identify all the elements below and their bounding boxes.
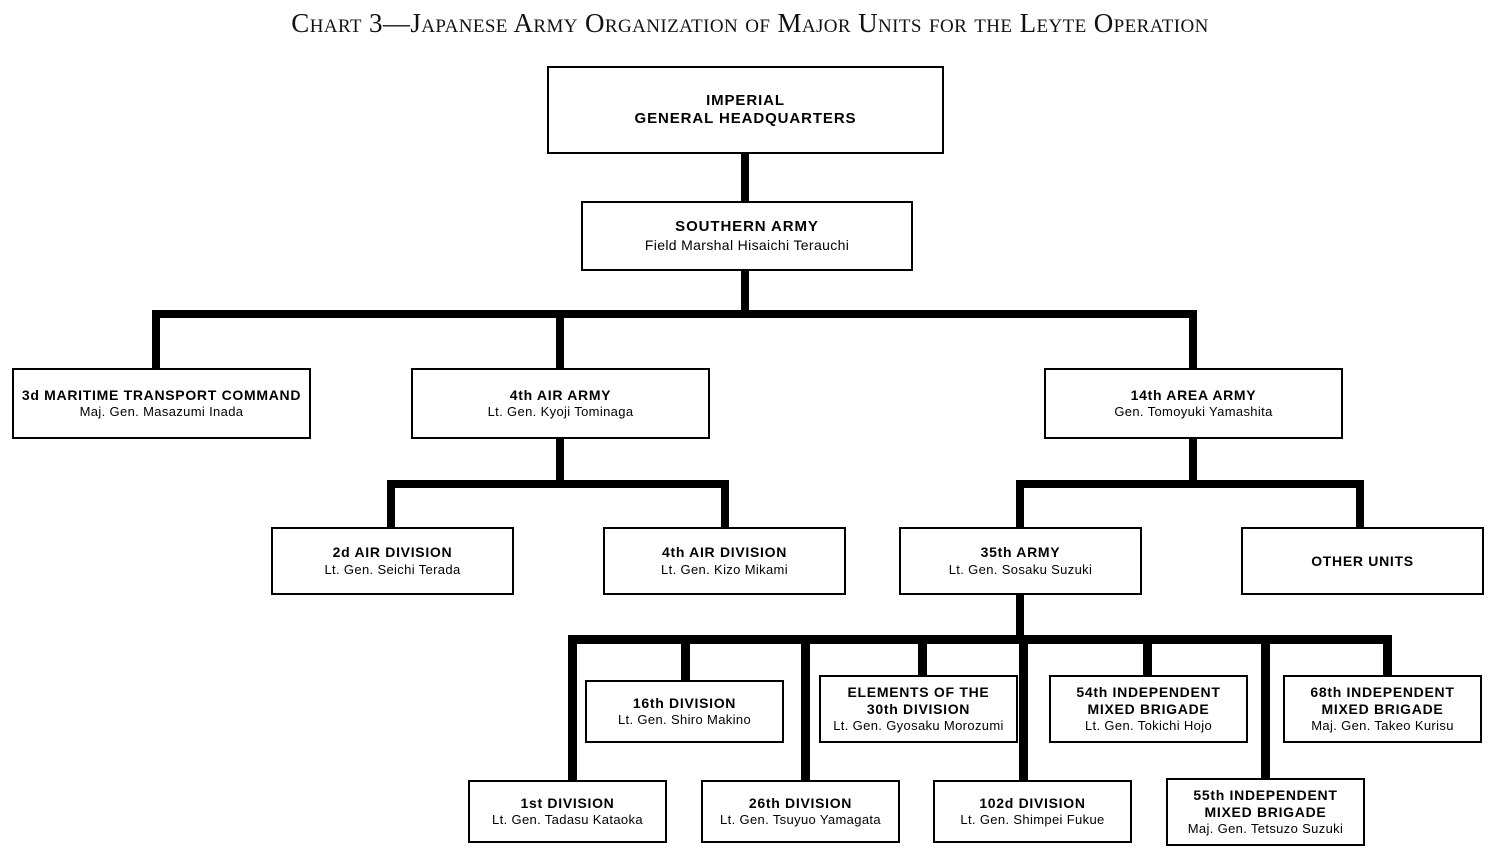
connector-drop-other-units xyxy=(1356,480,1364,527)
node-commander: Lt. Gen. Kizo Mikami xyxy=(661,561,788,577)
node-unit-line1: 102d DIVISION xyxy=(979,794,1086,811)
connector-drop-maritime xyxy=(152,310,160,368)
node-unit-line1: 1st DIVISION xyxy=(520,794,615,811)
node-16th-division[interactable]: 16th DIVISION Lt. Gen. Shiro Makino xyxy=(585,680,784,743)
connector-ighq-to-southern xyxy=(741,152,749,202)
node-unit-line1: ELEMENTS OF THE xyxy=(847,684,990,701)
node-unit-line1: 68th INDEPENDENT xyxy=(1310,684,1455,701)
node-unit-line2: MIXED BRIGADE xyxy=(1321,700,1444,717)
connector-drop-div102 xyxy=(1019,635,1028,780)
node-commander: Lt. Gen. Tadasu Kataoka xyxy=(492,812,643,828)
connector-drop-div26 xyxy=(801,635,810,780)
node-commander: Lt. Gen. Tsuyuo Yamagata xyxy=(720,812,881,828)
node-55th-independent-mixed-brigade[interactable]: 55th INDEPENDENT MIXED BRIGADE Maj. Gen.… xyxy=(1166,778,1365,846)
node-54th-independent-mixed-brigade[interactable]: 54th INDEPENDENT MIXED BRIGADE Lt. Gen. … xyxy=(1049,675,1248,743)
node-unit-line2: MIXED BRIGADE xyxy=(1204,803,1327,820)
node-commander: Maj. Gen. Masazumi Inada xyxy=(79,404,244,420)
node-commander: Lt. Gen. Shiro Makino xyxy=(617,712,752,728)
node-unit-line1: 26th DIVISION xyxy=(748,794,853,811)
node-unit-line1: 54th INDEPENDENT xyxy=(1076,684,1221,701)
node-unit-line1: 14th AREA ARMY xyxy=(1130,386,1257,403)
connector-southern-stem xyxy=(741,271,749,310)
node-commander: Lt. Gen. Shimpei Fukue xyxy=(960,812,1105,828)
node-commander: Gen. Tomoyuki Yamashita xyxy=(1114,404,1273,420)
connector-drop-area14 xyxy=(1189,310,1197,368)
node-commander: Lt. Gen. Sosaku Suzuki xyxy=(948,561,1093,577)
node-imperial-general-headquarters[interactable]: IMPERIAL GENERAL HEADQUARTERS xyxy=(547,66,944,154)
connector-drop-air4 xyxy=(556,310,564,368)
node-unit-line1: 55th INDEPENDENT xyxy=(1193,787,1338,804)
node-4th-air-division[interactable]: 4th AIR DIVISION Lt. Gen. Kizo Mikami xyxy=(603,527,846,595)
node-14th-area-army[interactable]: 14th AREA ARMY Gen. Tomoyuki Yamashita xyxy=(1044,368,1343,439)
node-102d-division[interactable]: 102d DIVISION Lt. Gen. Shimpei Fukue xyxy=(933,780,1132,843)
node-commander: Lt. Gen. Kyoji Tominaga xyxy=(487,404,634,420)
node-commander: Lt. Gen. Gyosaku Morozumi xyxy=(833,718,1004,734)
node-commander: Lt. Gen. Tokichi Hojo xyxy=(1084,718,1213,734)
node-unit-line2: MIXED BRIGADE xyxy=(1087,700,1210,717)
connector-air4-stem xyxy=(556,439,564,480)
connector-level2-bus xyxy=(152,310,1197,318)
page-title: Chart 3—Japanese Army Organization of Ma… xyxy=(291,8,1209,38)
node-unit-line1: 16th DIVISION xyxy=(632,694,737,711)
connector-drop-div1 xyxy=(568,635,577,780)
connector-area14-bus xyxy=(1016,480,1364,488)
connector-drop-div16 xyxy=(681,635,690,680)
connector-drop-airdiv4 xyxy=(721,480,729,527)
connector-drop-imb55 xyxy=(1261,635,1270,780)
node-3d-maritime-transport-command[interactable]: 3d MARITIME TRANSPORT COMMAND Maj. Gen. … xyxy=(12,368,311,439)
node-35th-army[interactable]: 35th ARMY Lt. Gen. Sosaku Suzuki xyxy=(899,527,1142,595)
node-unit-line1: SOUTHERN ARMY xyxy=(675,218,819,236)
connector-army35-stem xyxy=(1016,595,1024,643)
connector-air4-bus xyxy=(387,480,729,488)
connector-drop-army35 xyxy=(1016,480,1024,527)
node-unit-line1: 35th ARMY xyxy=(980,544,1061,561)
node-other-units[interactable]: OTHER UNITS xyxy=(1241,527,1484,595)
node-unit-line2: GENERAL HEADQUARTERS xyxy=(634,110,857,127)
connector-drop-imb68 xyxy=(1383,635,1392,680)
node-unit-line1: 2d AIR DIVISION xyxy=(332,544,453,561)
node-2d-air-division[interactable]: 2d AIR DIVISION Lt. Gen. Seichi Terada xyxy=(271,527,514,595)
node-unit-line1: IMPERIAL xyxy=(706,92,785,110)
connector-drop-imb54 xyxy=(1143,635,1152,680)
node-unit-line1: 3d MARITIME TRANSPORT COMMAND xyxy=(21,386,302,403)
node-commander: Maj. Gen. Tetsuzo Suzuki xyxy=(1187,821,1344,837)
node-southern-army[interactable]: SOUTHERN ARMY Field Marshal Hisaichi Ter… xyxy=(581,201,913,271)
connector-army35-bus xyxy=(568,635,1392,644)
node-commander: Field Marshal Hisaichi Terauchi xyxy=(644,236,850,253)
node-elements-30th-division[interactable]: ELEMENTS OF THE 30th DIVISION Lt. Gen. G… xyxy=(819,675,1018,743)
node-unit-line2: 30th DIVISION xyxy=(866,700,971,717)
node-commander: Maj. Gen. Takeo Kurisu xyxy=(1311,718,1454,734)
node-commander: Lt. Gen. Seichi Terada xyxy=(324,561,461,577)
node-unit-line1: 4th AIR ARMY xyxy=(509,386,612,403)
connector-area14-stem xyxy=(1189,439,1197,480)
node-68th-independent-mixed-brigade[interactable]: 68th INDEPENDENT MIXED BRIGADE Maj. Gen.… xyxy=(1283,675,1482,743)
node-unit-line1: 4th AIR DIVISION xyxy=(661,544,788,561)
node-1st-division[interactable]: 1st DIVISION Lt. Gen. Tadasu Kataoka xyxy=(468,780,667,843)
node-unit-line1: OTHER UNITS xyxy=(1311,552,1414,569)
connector-drop-airdiv2 xyxy=(387,480,395,527)
node-4th-air-army[interactable]: 4th AIR ARMY Lt. Gen. Kyoji Tominaga xyxy=(411,368,710,439)
node-26th-division[interactable]: 26th DIVISION Lt. Gen. Tsuyuo Yamagata xyxy=(701,780,900,843)
connector-drop-div30 xyxy=(918,635,927,680)
